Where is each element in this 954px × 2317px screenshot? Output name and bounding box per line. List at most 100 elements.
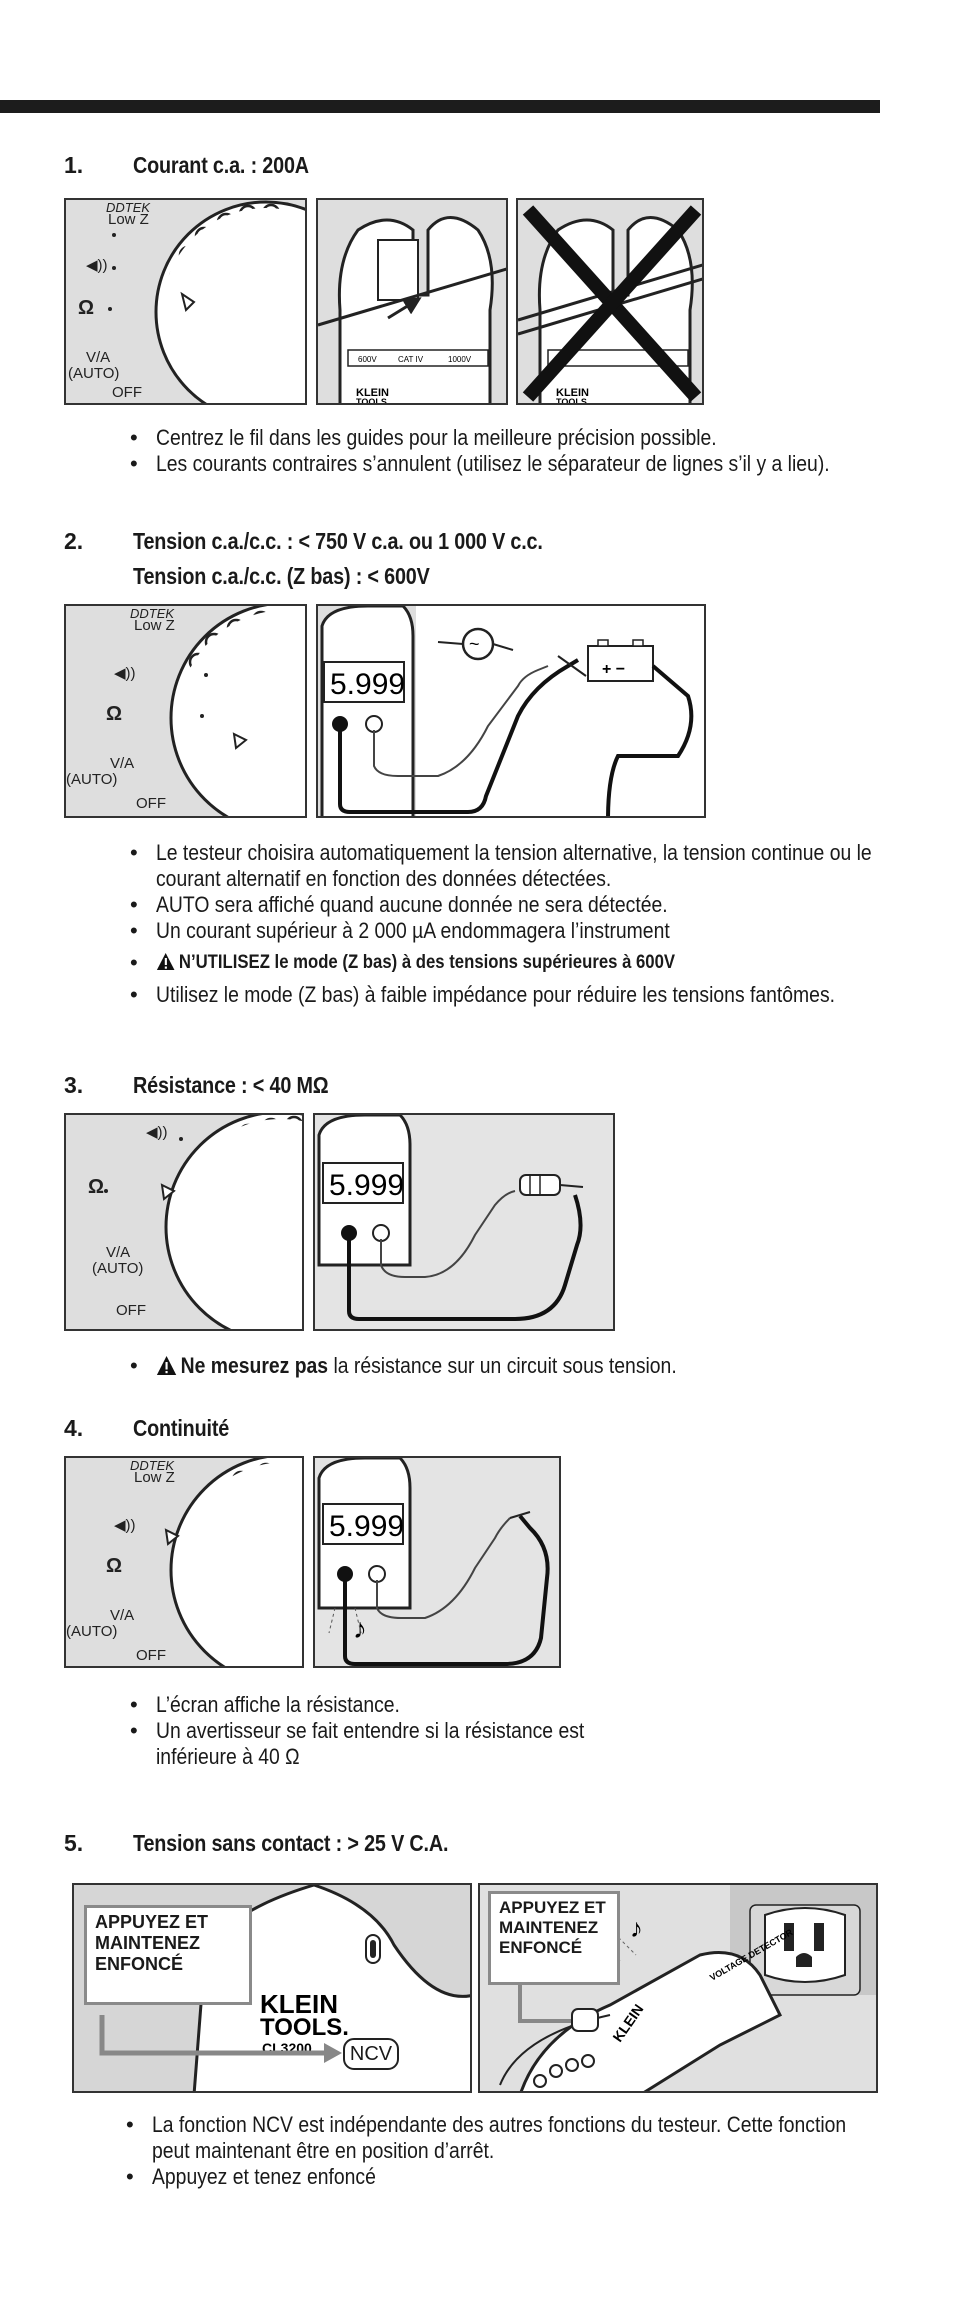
section-2-number: 2.	[64, 528, 84, 554]
dial-va-label: V/A	[106, 1244, 131, 1261]
top-rule	[0, 100, 880, 113]
dial-dtek-label: DDTEK	[130, 1458, 175, 1473]
ncv-outlet-illustration: VOLTAGE DETECTOR KLEIN ♪	[499, 1885, 876, 2091]
dial-off-label: OFF	[136, 1647, 166, 1664]
list-item: Un avertisseur se fait entendre si la ré…	[130, 1718, 870, 1770]
dial-pointer-icon	[232, 732, 248, 750]
dial-off-label: OFF	[116, 1302, 146, 1319]
ncv-button	[571, 2008, 599, 2032]
sound-icon: ◀))	[86, 257, 108, 274]
music-note-icon: ♪	[353, 1613, 367, 1644]
dial-dtek-label: DDTEK	[130, 606, 175, 621]
lcd-display: 5.999	[329, 1169, 404, 1202]
section-3-dial-panel: ◀)) Ω V/A (AUTO) OFF	[64, 1113, 304, 1331]
section-4-dial-panel: DDTEK Low Z ◀)) Ω V/A (AUTO) OFF	[64, 1456, 304, 1668]
lcd-display: 5.999	[330, 668, 405, 701]
sound-icon: ◀))	[114, 665, 136, 682]
ncv-button-illustration: KLEIN TOOLS. CL3200	[99, 1885, 470, 2091]
ncv-button-label[interactable]: NCV	[349, 2043, 393, 2065]
dial-va-label: V/A	[110, 755, 135, 772]
list-item: Centrez le fil dans les guides pour la m…	[130, 425, 870, 451]
crossed-out-illustration: KLEIN TOOLS.	[518, 205, 702, 405]
list-item: Un courant supérieur à 2 000 µA endommag…	[130, 918, 870, 944]
music-note-icon: ♪	[630, 1913, 643, 1943]
section-3-number: 3.	[64, 1072, 84, 1098]
dial-auto-label: (AUTO)	[66, 1623, 118, 1640]
svg-text:TOOLS.: TOOLS.	[556, 397, 589, 405]
warning-icon	[156, 1356, 177, 1375]
dial-pointer-icon	[160, 1183, 176, 1201]
dial-ohm-label: Ω	[78, 297, 95, 319]
dial-auto-label: (AUTO)	[92, 1260, 144, 1277]
voltage-measurement-illustration: 5.999 ~ + −	[318, 606, 694, 816]
svg-text:KLEIN: KLEIN	[556, 387, 589, 399]
warning-icon	[156, 953, 175, 970]
section-1-bullets: Centrez le fil dans les guides pour la m…	[130, 425, 870, 477]
dial-lowz-label: Low Z	[134, 617, 175, 634]
section-1-title: Courant c.a. : 200A	[133, 152, 309, 178]
list-item: La fonction NCV est indépendante des aut…	[126, 2112, 896, 2164]
section-5-title: Tension sans contact : > 25 V C.A.	[133, 1830, 449, 1856]
brand-logo: KLEIN	[260, 1989, 338, 2019]
dial-pointer-icon	[180, 291, 196, 312]
list-item: Utilisez le mode (Z bas) à faible impéda…	[130, 982, 870, 1008]
dial-off-label: OFF	[136, 795, 166, 812]
list-item: L’écran affiche la résistance.	[130, 1692, 870, 1718]
section-2-title-2: Tension c.a./c.c. (Z bas) : < 600V	[133, 563, 430, 589]
section-2-title: Tension c.a./c.c. : < 750 V c.a. ou 1 00…	[133, 528, 543, 554]
list-item: Le testeur choisira automatiquement la t…	[130, 840, 872, 892]
section-1-number: 1.	[64, 152, 84, 178]
press-hold-callout-2: APPUYEZ ET MAINTENEZ ENFONCÉ	[488, 1891, 620, 1985]
dial-ohm-label: Ω	[106, 1555, 123, 1577]
section-1-wrong-panel: KLEIN TOOLS.	[516, 198, 704, 405]
battery-polarity: + −	[602, 661, 625, 678]
sound-icon: ◀))	[146, 1124, 168, 1141]
dial-lowz-label: Low Z	[134, 1469, 175, 1486]
list-item: Appuyez et tenez enfoncé	[126, 2164, 896, 2190]
section-2-meter-panel: 5.999 ~ + −	[316, 604, 706, 818]
rotary-dial-illustration	[104, 1115, 302, 1329]
continuity-measurement-illustration: 5.999 ♪	[317, 1458, 550, 1666]
brand-logo-2: TOOLS.	[260, 2014, 349, 2041]
section-4-bullets: L’écran affiche la résistance. Un averti…	[130, 1692, 870, 1770]
lcd-display: 5.999	[329, 1510, 404, 1543]
svg-text:600V: 600V	[358, 355, 377, 364]
dial-va-label: V/A	[86, 349, 111, 366]
section-5-ncv-panel: KLEIN TOOLS. CL3200 APPUYEZ ET MAINTENEZ…	[72, 1883, 472, 2093]
resistance-measurement-illustration: 5.999	[317, 1115, 584, 1321]
section-5-bullets: La fonction NCV est indépendante des aut…	[126, 2112, 896, 2190]
list-item: Les courants contraires s’annulent (util…	[130, 451, 870, 477]
ncv-button	[343, 2038, 399, 2070]
svg-text:~: ~	[469, 634, 480, 654]
sound-icon: ◀))	[114, 1517, 136, 1534]
svg-text:KLEIN: KLEIN	[356, 387, 389, 399]
battery-icon	[587, 645, 654, 682]
svg-text:CAT IV: CAT IV	[398, 355, 424, 364]
dial-va-label: V/A	[110, 1607, 135, 1624]
section-1-clamp-panel: 600V CAT IV 1000V KLEIN TOOLS.	[316, 198, 508, 405]
section-5-number: 5.	[64, 1830, 84, 1856]
section-5-outlet-panel: VOLTAGE DETECTOR KLEIN ♪ APPUYEZ ET MAIN…	[478, 1883, 878, 2093]
section-1-dial-panel: DDTEK Low Z ◀)) Ω V/A (AUTO) OFF	[64, 198, 307, 405]
section-4-title: Continuité	[133, 1415, 230, 1441]
section-2-dial-panel: DDTEK Low Z ◀)) Ω V/A (AUTO) OFF	[64, 604, 307, 818]
press-hold-callout: APPUYEZ ET MAINTENEZ ENFONCÉ	[84, 1905, 252, 2005]
dial-auto-label: (AUTO)	[68, 365, 120, 382]
section-4-meter-panel: 5.999 ♪	[313, 1456, 561, 1668]
section-2-bullets: Le testeur choisira automatiquement la t…	[130, 840, 872, 1008]
clamp-meter-illustration: 600V CAT IV 1000V KLEIN TOOLS.	[318, 216, 506, 405]
dial-ohm-label: Ω	[106, 703, 123, 725]
dial-off-label: OFF	[112, 384, 142, 401]
rotary-dial-illustration	[169, 606, 305, 816]
svg-text:1000V: 1000V	[448, 355, 472, 364]
rotary-dial-illustration	[108, 200, 305, 403]
list-item: AUTO sera affiché quand aucune donnée ne…	[130, 892, 870, 918]
section-4-number: 4.	[64, 1415, 84, 1441]
svg-text:TOOLS.: TOOLS.	[356, 397, 389, 405]
list-item: Ne mesurez pas la résistance sur un circ…	[130, 1353, 870, 1379]
dial-auto-label: (AUTO)	[66, 771, 118, 788]
dial-dtek-label: DDTEK	[106, 200, 151, 215]
dial-ohm-label: Ω	[88, 1176, 105, 1198]
dial-pointer-icon	[164, 1528, 180, 1546]
rotary-dial-illustration	[164, 1458, 302, 1666]
